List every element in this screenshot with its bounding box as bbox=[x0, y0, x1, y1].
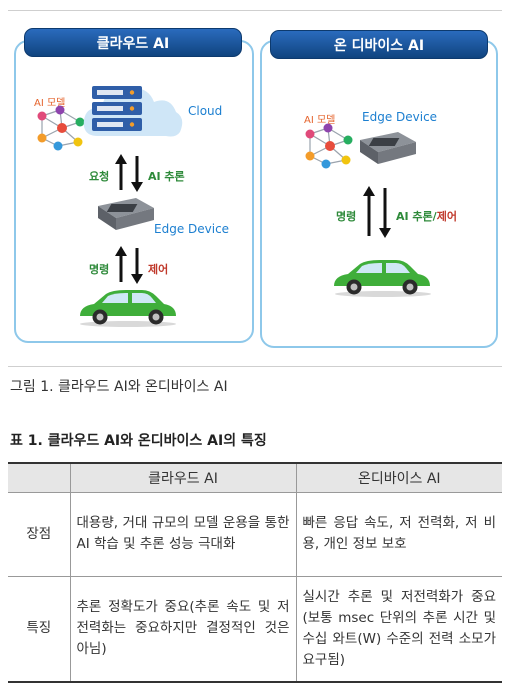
ondevice-edge-label: Edge Device bbox=[362, 110, 438, 124]
edge-device-label: Edge Device bbox=[154, 222, 230, 236]
car-icon bbox=[334, 260, 431, 297]
edge-device-icon bbox=[98, 198, 154, 230]
cloud-ai-panel-title: 클라우드 AI bbox=[24, 28, 242, 57]
car-icon bbox=[80, 290, 176, 327]
comparison-table: 클라우드 AI 온디바이스 AI 장점 대용량, 거대 규모의 모델 운용을 통… bbox=[8, 462, 502, 683]
cloud-label: Cloud bbox=[188, 104, 223, 118]
ondevice-ai-panel-title: 온 디바이스 AI bbox=[270, 30, 488, 59]
cell-cloud-features: 추론 정확도가 중요(추론 속도 및 저전력화는 중요하지만 결정적인 것은 아… bbox=[69, 576, 296, 683]
up-down-arrows-icon bbox=[363, 186, 391, 238]
cell-cloud-advantages: 대용량, 거대 규모의 모델 운용을 통한 AI 학습 및 추론 성능 극대화 bbox=[69, 492, 296, 577]
ondevice-inference-text: AI 추론/ bbox=[396, 210, 437, 223]
neural-network-icon bbox=[305, 123, 353, 169]
cloud-ai-model-label: AI 모델 bbox=[34, 98, 66, 109]
edge-device-icon bbox=[360, 132, 416, 164]
cell-ondevice-features: 실시간 추론 및 저전력화가 중요(보통 msec 단위의 추론 시간 및 수십… bbox=[295, 576, 502, 683]
table-header-row: 클라우드 AI 온디바이스 AI bbox=[8, 462, 502, 493]
caption-rule bbox=[8, 366, 502, 367]
row-label-advantages: 장점 bbox=[8, 492, 70, 577]
ondevice-control-text: 제어 bbox=[436, 210, 457, 223]
ondevice-command-label: 명령 bbox=[336, 210, 357, 223]
top-rule bbox=[8, 10, 502, 11]
cell-ondevice-advantages: 빠른 응답 속도, 저 전력화, 저 비용, 개인 정보 보호 bbox=[295, 492, 502, 577]
ondevice-ai-model-label: AI 모델 bbox=[304, 115, 336, 126]
table-row: 특징 추론 정확도가 중요(추론 속도 및 저전력화는 중요하지만 결정적인 것… bbox=[8, 576, 502, 683]
cloud-server-icon bbox=[83, 86, 183, 137]
table-header-blank bbox=[8, 462, 70, 493]
table-header-cloud-ai: 클라우드 AI bbox=[69, 462, 296, 493]
request-label: 요청 bbox=[89, 170, 110, 183]
control-label: 제어 bbox=[148, 263, 169, 276]
up-down-arrows-icon bbox=[115, 246, 143, 284]
ondevice-inference-control-label: AI 추론/제어 bbox=[396, 208, 457, 224]
up-down-arrows-icon bbox=[115, 154, 143, 192]
table-header-ondevice-ai: 온디바이스 AI bbox=[295, 462, 502, 493]
command-label: 명령 bbox=[89, 263, 110, 276]
neural-network-icon bbox=[37, 105, 85, 151]
table-title: 표 1. 클라우드 AI와 온디바이스 AI의 특징 bbox=[10, 433, 267, 449]
row-label-features: 특징 bbox=[8, 576, 70, 683]
table-row: 장점 대용량, 거대 규모의 모델 운용을 통한 AI 학습 및 추론 성능 극… bbox=[8, 492, 502, 577]
ai-inference-label: AI 추론 bbox=[148, 170, 185, 183]
figure-caption: 그림 1. 클라우드 AI와 온디바이스 AI bbox=[10, 379, 228, 395]
